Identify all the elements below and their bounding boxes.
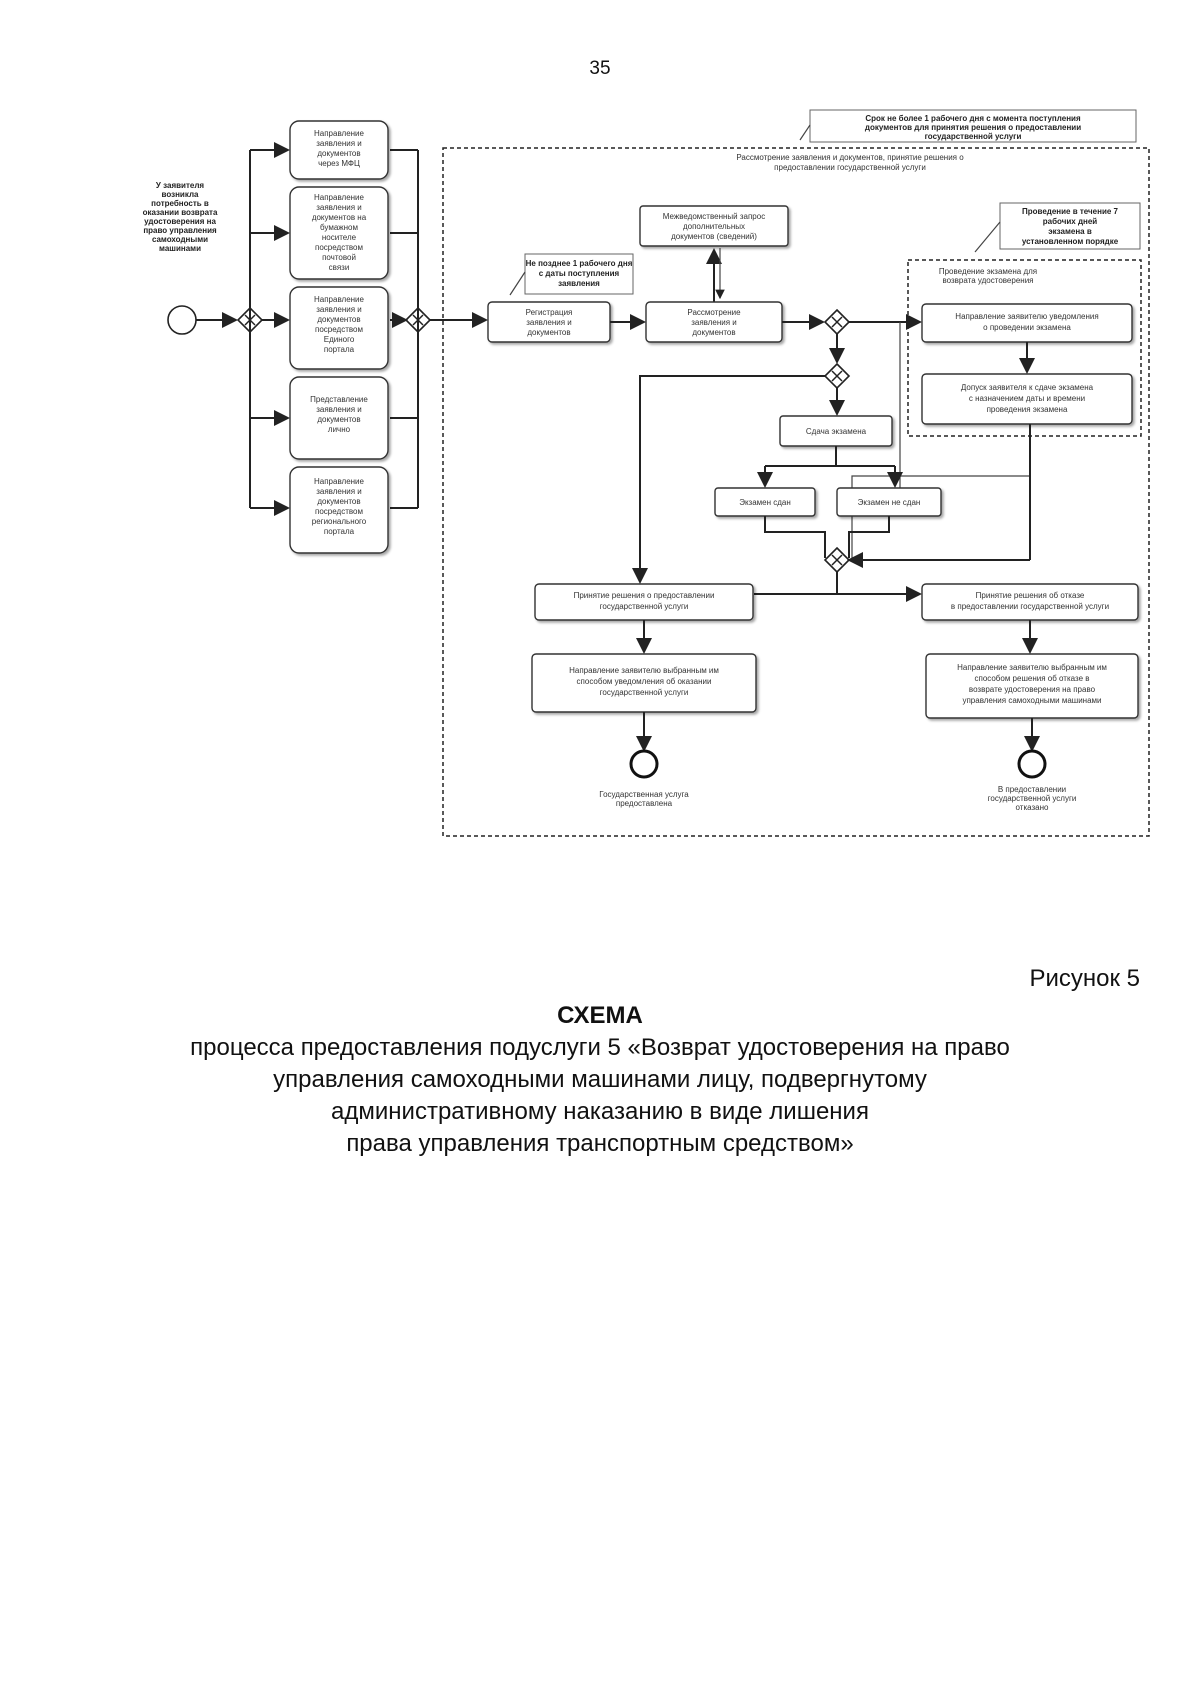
svg-text:Срок не более 1 рабочего дня с: Срок не более 1 рабочего дня с момента п… [865, 114, 1081, 141]
gateway-decision [823, 362, 851, 390]
svg-text:Принятие решения о предоставле: Принятие решения о предоставлениигосудар… [574, 591, 715, 611]
exam-note [999, 202, 1141, 250]
figure-label: Рисунок 5 [1029, 965, 1140, 992]
option-regional-portal [289, 466, 389, 554]
exam-frame [907, 259, 1142, 437]
top-note: Срок не более 1 рабочего дня с момента п… [799, 109, 1137, 143]
page-number: 35 [589, 58, 611, 79]
end-event-refused [1017, 749, 1047, 779]
main-frame-note: Рассмотрение заявления и документов, при… [736, 153, 964, 172]
start-event [167, 305, 197, 335]
top-note-line: документов для принятия решения о предос… [865, 123, 1081, 132]
svg-text:Экзамен не сдан: Экзамен не сдан [858, 498, 921, 507]
option-unified-portal [289, 286, 389, 370]
svg-text:Направление заявителю выбранны: Направление заявителю выбранным имспособ… [957, 663, 1107, 705]
caption-line: права управления транспортным средством» [346, 1130, 854, 1157]
option-mfc [289, 120, 389, 180]
end-event-granted [629, 749, 659, 779]
caption-line: управления самоходными машинами лицу, по… [273, 1066, 927, 1093]
interagency-box [639, 205, 789, 247]
option-post [289, 186, 389, 280]
caption-line: процесса предоставления подуслуги 5 «Воз… [190, 1034, 1010, 1061]
svg-text:Направление заявителю выбранны: Направление заявителю выбранным имспособ… [569, 666, 719, 697]
admission-box [921, 373, 1133, 425]
top-note-line: государственной услуги [925, 132, 1022, 141]
svg-text:Экзамен сдан: Экзамен сдан [739, 498, 791, 507]
main-frame [442, 147, 1150, 837]
svg-text:Сдача экзамена: Сдача экзамена [806, 427, 867, 436]
figure-caption: СХЕМА процесса предоставления подуслуги … [60, 1000, 1140, 1160]
caption-title: СХЕМА [557, 1002, 643, 1029]
top-note-line: Срок не более 1 рабочего дня с момента п… [865, 114, 1081, 123]
process-diagram: Срок не более 1 рабочего дня с момента п… [143, 109, 1150, 837]
caption-line: административному наказанию в виде лишен… [331, 1098, 869, 1125]
gateway-after-review [823, 308, 851, 336]
gateway-result [823, 546, 851, 574]
option-personal [289, 376, 389, 460]
registration-note [524, 253, 634, 295]
